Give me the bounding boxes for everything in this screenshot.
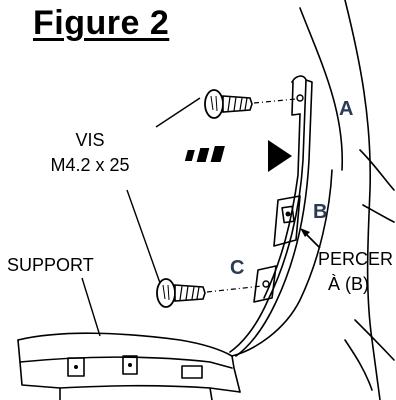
support-label: SUPPORT (7, 255, 94, 275)
support-base (231, 355, 241, 393)
arrow-icon (184, 140, 292, 172)
screw-label-line2: M4.2 x 25 (50, 155, 130, 175)
support-hole (128, 363, 132, 367)
screw-label-line1: VIS (75, 130, 105, 150)
bracket-rear-edge (235, 79, 313, 357)
hole-b (285, 211, 291, 217)
screw-icon (204, 89, 253, 119)
support-lower-lip (209, 387, 213, 400)
figure-title: Figure 2 (33, 4, 170, 42)
screw-label: VIS M4.2 x 25 (30, 128, 150, 178)
bracket-b-plate (273, 195, 301, 247)
support-slot (122, 355, 138, 375)
screw-icon (156, 278, 206, 308)
bracket-front-edge (229, 75, 307, 353)
leader-line (155, 97, 201, 128)
support-base (17, 339, 233, 369)
drill-label-line2: À (B) (328, 274, 370, 294)
seat-outline-curve (299, 7, 344, 171)
screw-alignment-line (253, 98, 297, 104)
seat-outline-curve (362, 204, 395, 223)
callout-a: A (339, 98, 353, 120)
screw-alignment-line (206, 285, 263, 293)
bracket-top-tab (291, 81, 301, 116)
bracket-inner-line (263, 113, 301, 299)
leader-line (81, 277, 101, 337)
support-slot (181, 365, 203, 379)
drill-label: PERCER À (B) (318, 247, 396, 297)
seat-outline-curve (359, 149, 395, 191)
seat-outline-curve (354, 319, 395, 361)
seat-outline-curve (344, 339, 373, 391)
support-hole (74, 365, 78, 369)
drill-slot (281, 205, 295, 224)
bracket-c-plate (253, 265, 277, 303)
support-slot (67, 357, 85, 377)
seat-outline-curve (344, 0, 381, 400)
hole-a (296, 94, 304, 102)
support-base (17, 332, 233, 357)
callout-b: B (313, 201, 327, 223)
drill-label-line1: PERCER (318, 249, 394, 269)
callout-c: C (230, 257, 244, 279)
hole-c (262, 280, 270, 288)
support-base-right (231, 169, 333, 357)
leader-line (126, 189, 161, 284)
